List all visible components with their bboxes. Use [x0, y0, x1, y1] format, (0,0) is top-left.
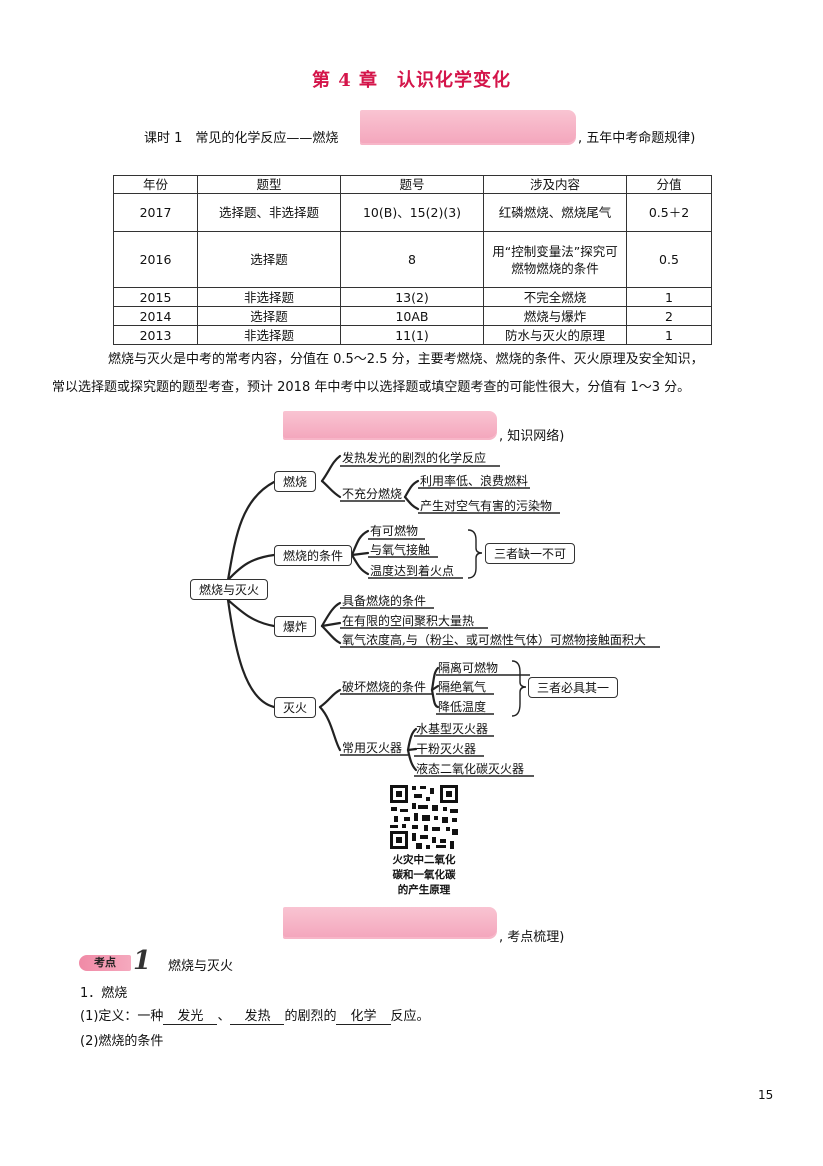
node-tiaojian: 燃烧的条件	[274, 545, 353, 566]
node-ranshao: 燃烧	[274, 471, 317, 492]
def-prefix: (1)定义：一种	[80, 1009, 164, 1024]
node-changyong: 常用灭火器	[342, 741, 403, 755]
node-baozha-c: 氧气浓度高,与（粉尘、或可燃性气体）可燃物接触面积大	[342, 633, 646, 647]
table-cell: 红磷燃烧、燃烧尾气	[483, 193, 627, 232]
pink-banner-network	[283, 411, 497, 438]
lesson-title: 课时 1 常见的化学反应——燃烧	[144, 131, 339, 146]
pink-banner-points	[283, 907, 497, 937]
section-rules-label: , 五年中考命题规律)	[578, 131, 696, 146]
connector-baozha-b	[320, 621, 342, 628]
def-mid: 的剧烈的	[284, 1009, 337, 1024]
connector-changyong-c	[406, 748, 418, 772]
table-row: 2017 选择题、非选择题 10(B)、15(2)(3) 红磷燃烧、燃烧尾气 0…	[113, 193, 712, 232]
definition-line: (1)定义：一种发光、发热的剧烈的化学反应。	[80, 1005, 430, 1025]
section-points-label: , 考点梳理)	[499, 930, 565, 945]
table-cell: 非选择题	[197, 287, 341, 307]
connector-buchongfen-b	[403, 495, 420, 511]
connector-tiaojian-b	[350, 551, 370, 557]
table-cell: 11(1)	[340, 325, 484, 345]
node-pohuai-sum: 三者必具其一	[528, 677, 619, 698]
pink-banner-rules	[360, 110, 576, 143]
connector-baozha-a	[320, 601, 342, 628]
kaodian-number: 1	[133, 946, 152, 976]
connector-pohuai-c	[430, 688, 440, 709]
brace-pohuai	[511, 660, 527, 717]
node-pohuai: 破坏燃烧的条件	[342, 680, 427, 694]
connector-root-miehuo	[226, 598, 276, 709]
item-1-title: 1．燃烧	[80, 986, 128, 1001]
table-cell: 用“控制变量法”探究可燃物燃烧的条件	[483, 231, 627, 288]
table-cell: 1	[626, 325, 712, 345]
table-cell: 10(B)、15(2)(3)	[340, 193, 484, 232]
table-row: 2016 选择题 8 用“控制变量法”探究可燃物燃烧的条件 0.5	[113, 231, 712, 288]
qr-caption-line: 火灾中二氧化	[392, 854, 456, 866]
connector-buchongfen-a	[403, 479, 420, 499]
node-baozha-b: 在有限的空间聚积大量热	[342, 614, 475, 628]
fill-blank-1: 发光	[163, 1009, 218, 1025]
connector-ranshao-def	[320, 454, 342, 483]
node-baozha-a: 具备燃烧的条件	[342, 594, 427, 608]
chapter-title: 第 4 章 认识化学变化	[311, 70, 512, 91]
node-changyong-a: 水基型灭火器	[416, 722, 489, 736]
item-conditions: (2)燃烧的条件	[80, 1034, 164, 1049]
table-cell: 防水与灭火的原理	[483, 325, 627, 345]
node-ranshao-def: 发热发光的剧烈的化学反应	[342, 451, 487, 465]
qr-code-image[interactable]	[388, 783, 460, 851]
connector-changyong-a	[406, 727, 418, 752]
node-tiaojian-a: 有可燃物	[370, 524, 419, 538]
qr-caption: 火灾中二氧化 碳和一氧化碳 的产生原理	[380, 853, 468, 898]
brace-tiaojian	[467, 529, 483, 579]
connector-tiaojian-c	[350, 553, 370, 576]
node-pohuai-a: 隔离可燃物	[438, 661, 499, 675]
summary-line-2: 常以选择题或探究题的题型考查，预计 2018 年中考中以选择题或填空题考查的可能…	[52, 380, 691, 395]
table-cell: 2016	[113, 231, 198, 288]
connector-pohuai-b	[430, 684, 440, 692]
connector-pohuai-a	[430, 666, 440, 692]
table-cell: 8	[340, 231, 484, 288]
node-buchongfen: 不充分燃烧	[342, 487, 403, 501]
connector-miehuo-changyong	[318, 705, 342, 752]
connector-baozha-c	[320, 624, 342, 645]
connector-ranshao-buchongfen	[320, 479, 342, 499]
connector-miehuo-pohuai	[318, 688, 342, 709]
node-tiaojian-c: 温度达到着火点	[370, 564, 455, 578]
kaodian-title: 燃烧与灭火	[168, 959, 234, 974]
node-buchongfen-b: 产生对空气有害的污染物	[420, 499, 553, 513]
connector-changyong-b	[406, 747, 418, 752]
node-baozha: 爆炸	[274, 616, 317, 637]
fill-blank-3: 化学	[336, 1009, 391, 1025]
section-network-label: , 知识网络)	[499, 429, 565, 444]
qr-caption-line: 碳和一氧化碳	[392, 869, 456, 881]
connector-tiaojian-a	[350, 529, 370, 557]
table-cell: 13(2)	[340, 287, 484, 307]
def-suffix: 反应。	[390, 1009, 430, 1024]
table-row: 2015 非选择题 13(2) 不完全燃烧 1	[113, 287, 712, 307]
mindmap-connectors	[226, 454, 660, 777]
node-pohuai-c: 降低温度	[438, 700, 487, 714]
exam-rules-table: 年份 题型 题号 涉及内容 分值 2017 选择题、非选择题 10(B)、15(…	[113, 175, 712, 345]
fill-blank-2: 发热	[230, 1009, 285, 1025]
def-sep: 、	[217, 1009, 231, 1024]
qr-code-icon	[388, 783, 460, 851]
table-row: 2013 非选择题 11(1) 防水与灭火的原理 1	[113, 325, 712, 345]
kaodian-tag: 考点	[79, 955, 131, 971]
table-cell: 0.5	[626, 231, 712, 288]
node-pohuai-b: 隔绝氧气	[438, 680, 487, 694]
qr-caption-line: 的产生原理	[397, 884, 451, 896]
table-cell: 2013	[113, 325, 198, 345]
summary-line-1: 燃烧与灭火是中考的常考内容，分值在 0.5～2.5 分，主要考燃烧、燃烧的条件、…	[108, 352, 704, 367]
knowledge-mindmap: 燃烧与灭火 燃烧 发热发光的剧烈的化学反应 不充分燃烧 利用率低、浪费燃料 产生…	[190, 451, 660, 777]
page-number: 15	[758, 1088, 774, 1102]
node-changyong-b: 干粉灭火器	[416, 742, 477, 756]
table-cell: 2015	[113, 287, 198, 307]
connector-root-baozha	[226, 598, 276, 628]
connector-root-tiaojian	[226, 553, 276, 582]
node-changyong-c: 液态二氧化碳灭火器	[416, 762, 525, 776]
node-tiaojian-b: 与氧气接触	[370, 543, 431, 557]
connector-root-ranshao	[226, 480, 276, 582]
node-buchongfen-a: 利用率低、浪费燃料	[420, 474, 529, 488]
node-miehuo: 灭火	[274, 697, 317, 718]
mindmap-root: 燃烧与灭火	[190, 579, 269, 600]
node-tiaojian-sum: 三者缺一不可	[485, 543, 576, 564]
